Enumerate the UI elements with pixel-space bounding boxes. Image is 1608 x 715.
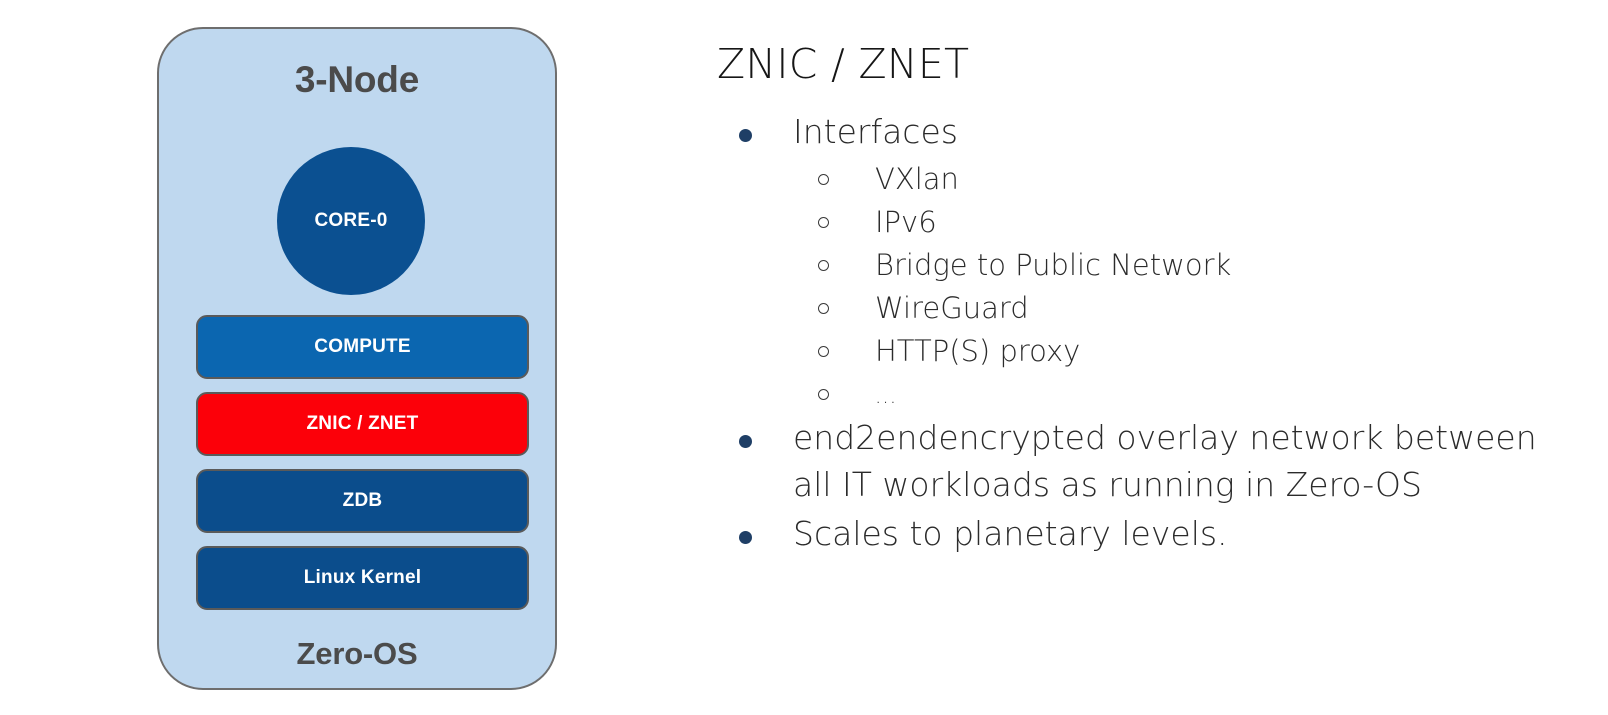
bullet-level1-label: Scales to planetary levels.	[793, 514, 1228, 554]
bullet-level1-label: end2endencrypted overlay network between…	[793, 418, 1537, 505]
layer-box-linux-kernel[interactable]: Linux Kernel	[196, 546, 529, 610]
bullet-level1-interfaces: Interfaces	[717, 109, 1537, 156]
layer-label-compute: COMPUTE	[314, 336, 411, 357]
diagram-title: 3-Node	[294, 59, 420, 100]
layer-label-znic-znet: ZNIC / ZNET	[306, 413, 419, 434]
bullet-level2-ipv6: IPv6	[717, 201, 1537, 244]
core-0-circle[interactable]: CORE-0	[277, 147, 425, 295]
three-node-container: 3-Node CORE-0 COMPUTE ZNIC / ZNET ZDB Li…	[157, 27, 557, 690]
bullet-dot-icon	[739, 128, 752, 142]
bullet-level2-label: WireGuard	[875, 290, 1029, 325]
content-column: ZNIC / ZNET Interfaces VXlan IPv6	[717, 40, 1537, 560]
bullet-level1-scales: Scales to planetary levels.	[717, 511, 1537, 558]
bullet-ring-icon	[818, 217, 829, 229]
layer-box-znic-znet[interactable]: ZNIC / ZNET	[196, 392, 529, 456]
bullet-level2-label: Bridge to Public Network	[875, 247, 1232, 282]
bullet-ring-icon	[818, 260, 829, 271]
bullet-level2-label: HTTP(S) proxy	[875, 333, 1081, 368]
bullet-ring-icon	[818, 174, 829, 186]
bullet-level2-label: ...	[875, 384, 898, 409]
bullet-level2-ellipsis: ...	[717, 372, 1537, 415]
bullet-level2-wireguard: WireGuard	[717, 287, 1537, 330]
bullet-dot-icon	[739, 530, 752, 544]
layer-box-zdb[interactable]: ZDB	[196, 469, 529, 533]
bullet-ring-icon	[818, 345, 829, 357]
bullet-ring-icon	[818, 388, 829, 400]
diagram-footer-label: Zero-OS	[296, 636, 418, 671]
bullet-ring-icon	[818, 302, 829, 314]
list-item: Interfaces VXlan IPv6 Bridge to Public N…	[717, 109, 1537, 415]
bullet-level1-label: Interfaces	[793, 112, 958, 152]
bullet-dot-icon	[739, 435, 752, 449]
bullet-list: Interfaces VXlan IPv6 Bridge to Public N…	[717, 109, 1537, 558]
core-0-label: CORE-0	[314, 210, 388, 231]
page-title: ZNIC / ZNET	[717, 40, 970, 88]
layer-label-zdb: ZDB	[342, 490, 383, 511]
bullet-level2-vxlan: VXlan	[717, 158, 1537, 201]
sub-bullet-list: VXlan IPv6 Bridge to Public Network Wire…	[717, 158, 1537, 415]
layer-box-compute[interactable]: COMPUTE	[196, 315, 529, 379]
bullet-level2-label: VXlan	[875, 161, 959, 196]
bullet-level1-overlay-network: end2endencrypted overlay network between…	[717, 415, 1537, 509]
bullet-level2-http-proxy: HTTP(S) proxy	[717, 330, 1537, 373]
bullet-level2-bridge-public-network: Bridge to Public Network	[717, 244, 1537, 287]
list-item: Scales to planetary levels.	[717, 511, 1537, 558]
list-item: end2endencrypted overlay network between…	[717, 415, 1537, 509]
layer-label-linux-kernel: Linux Kernel	[303, 567, 422, 588]
bullet-level2-label: IPv6	[875, 204, 937, 239]
